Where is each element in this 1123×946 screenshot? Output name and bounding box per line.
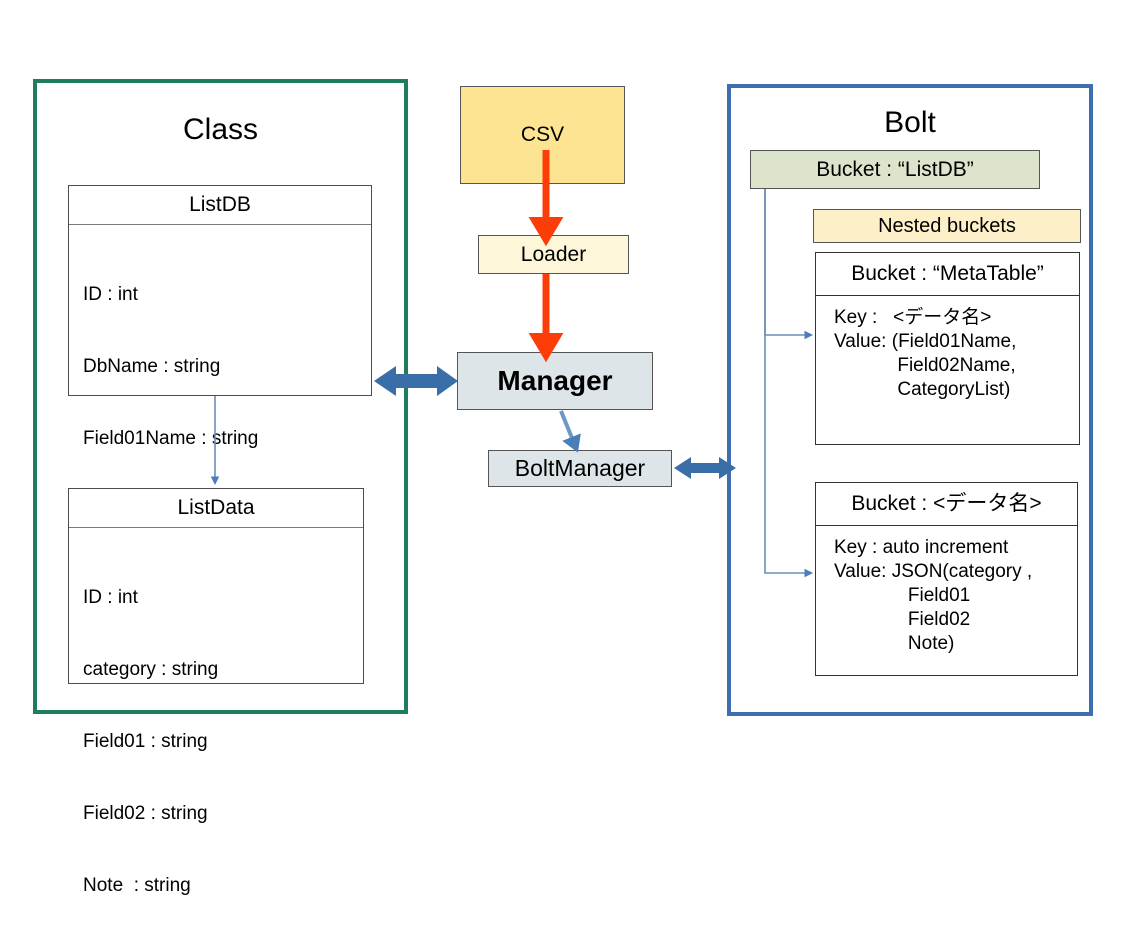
loader-label: Loader [520,242,587,266]
bucket-data-box: Bucket : <データ名> Key : auto increment Val… [815,482,1078,676]
boltmanager-box: BoltManager [488,450,672,487]
manager-label: Manager [497,365,613,396]
manager-to-boltmanager-arrow [559,410,581,453]
manager-box: Manager [457,352,653,410]
field-row: Field02 : string [83,803,208,824]
nested-buckets-box: Nested buckets [813,209,1081,243]
uml-box-listdb: ListDB ID : int DbName : string Field01N… [68,185,372,593]
bucket-data-name: Bucket : <データ名> [816,483,1077,526]
bucket-root-label: Bucket : “ListDB” [816,157,974,181]
csv-label: CSV [520,123,565,146]
bucket-metatable-body: Key : <データ名> Value: (Field01Name, Field0… [834,307,1017,400]
bucket-root-box: Bucket : “ListDB” [750,150,1040,189]
class-group-title: Class [182,113,258,146]
bucket-data-body: Key : auto increment Value: JSON(categor… [834,537,1033,654]
field-row: Field01 : string [83,731,208,752]
field-row: Note : string [83,875,191,896]
bucket-metatable-box: Bucket : “MetaTable” Key : <データ名> Value:… [815,252,1080,445]
field-row: category : string [83,659,219,680]
field-row: ID : int [83,284,138,305]
csv-box: CSV [460,86,625,184]
nested-buckets-label: Nested buckets [878,214,1016,237]
loader-box: Loader [478,235,629,274]
diagram-canvas: Class ListDB ID : int DbName : string Fi… [33,79,1093,896]
field-row: ID : int [83,587,138,608]
uml-listdata-name: ListData [69,489,363,528]
uml-listdata-fields: ID : int category : string Field01 : str… [69,528,363,946]
bolt-group-title: Bolt [884,106,936,139]
uml-listdb-name: ListDB [69,186,371,225]
field-row: DbName : string [83,356,221,377]
uml-box-listdata: ListData ID : int category : string Fiel… [68,488,364,896]
boltmanager-label: BoltManager [514,455,646,481]
bucket-metatable-name: Bucket : “MetaTable” [816,253,1079,296]
field-row: Field01Name : string [83,428,259,449]
